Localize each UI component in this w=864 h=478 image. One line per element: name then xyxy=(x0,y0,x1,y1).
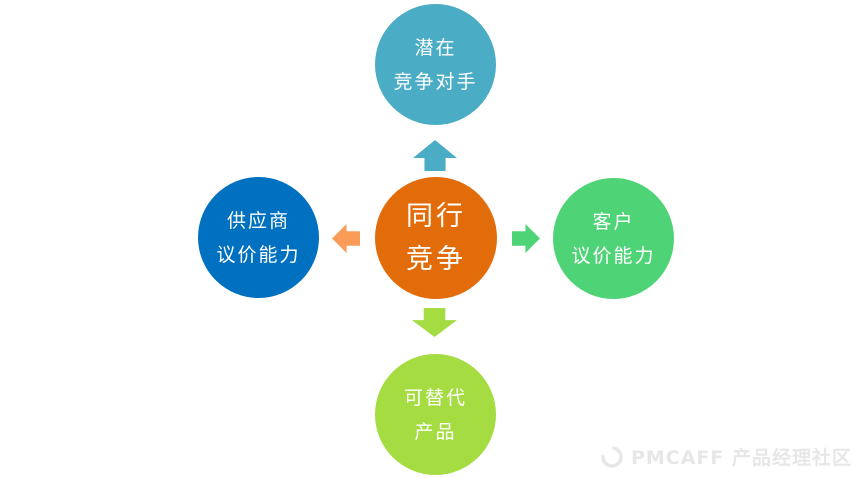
node-label-line: 客户 xyxy=(592,210,635,233)
pmcaff-logo-icon xyxy=(601,445,623,468)
pmcaff-watermark: PMCAFF 产品经理社区 xyxy=(600,443,852,470)
node-label-line: 竞争对手 xyxy=(393,70,478,93)
node-label-line: 可替代 xyxy=(403,386,467,409)
node-label-line: 同行 xyxy=(406,201,466,232)
node-label-line: 议价能力 xyxy=(216,243,301,266)
arrow-left-icon xyxy=(332,224,360,253)
arrow-up-icon xyxy=(413,140,457,171)
node-label-line: 议价能力 xyxy=(571,244,656,267)
watermark-text: PMCAFF 产品经理社区 xyxy=(630,447,852,469)
node-label-line: 潜在 xyxy=(414,36,457,59)
arrow-down-icon xyxy=(412,308,457,337)
node-customer-bargaining-power: 客户 议价能力 xyxy=(553,178,674,299)
node-potential-competitors: 潜在 竞争对手 xyxy=(375,4,496,125)
node-label-line: 产品 xyxy=(414,420,457,443)
arrow-right-icon xyxy=(512,224,540,253)
node-label-line: 供应商 xyxy=(226,209,290,232)
node-label-line: 竞争 xyxy=(406,244,466,275)
node-supplier-bargaining-power: 供应商 议价能力 xyxy=(198,177,319,298)
node-industry-rivalry: 同行 竞争 xyxy=(375,177,497,299)
node-substitute-products: 可替代 产品 xyxy=(375,354,496,475)
